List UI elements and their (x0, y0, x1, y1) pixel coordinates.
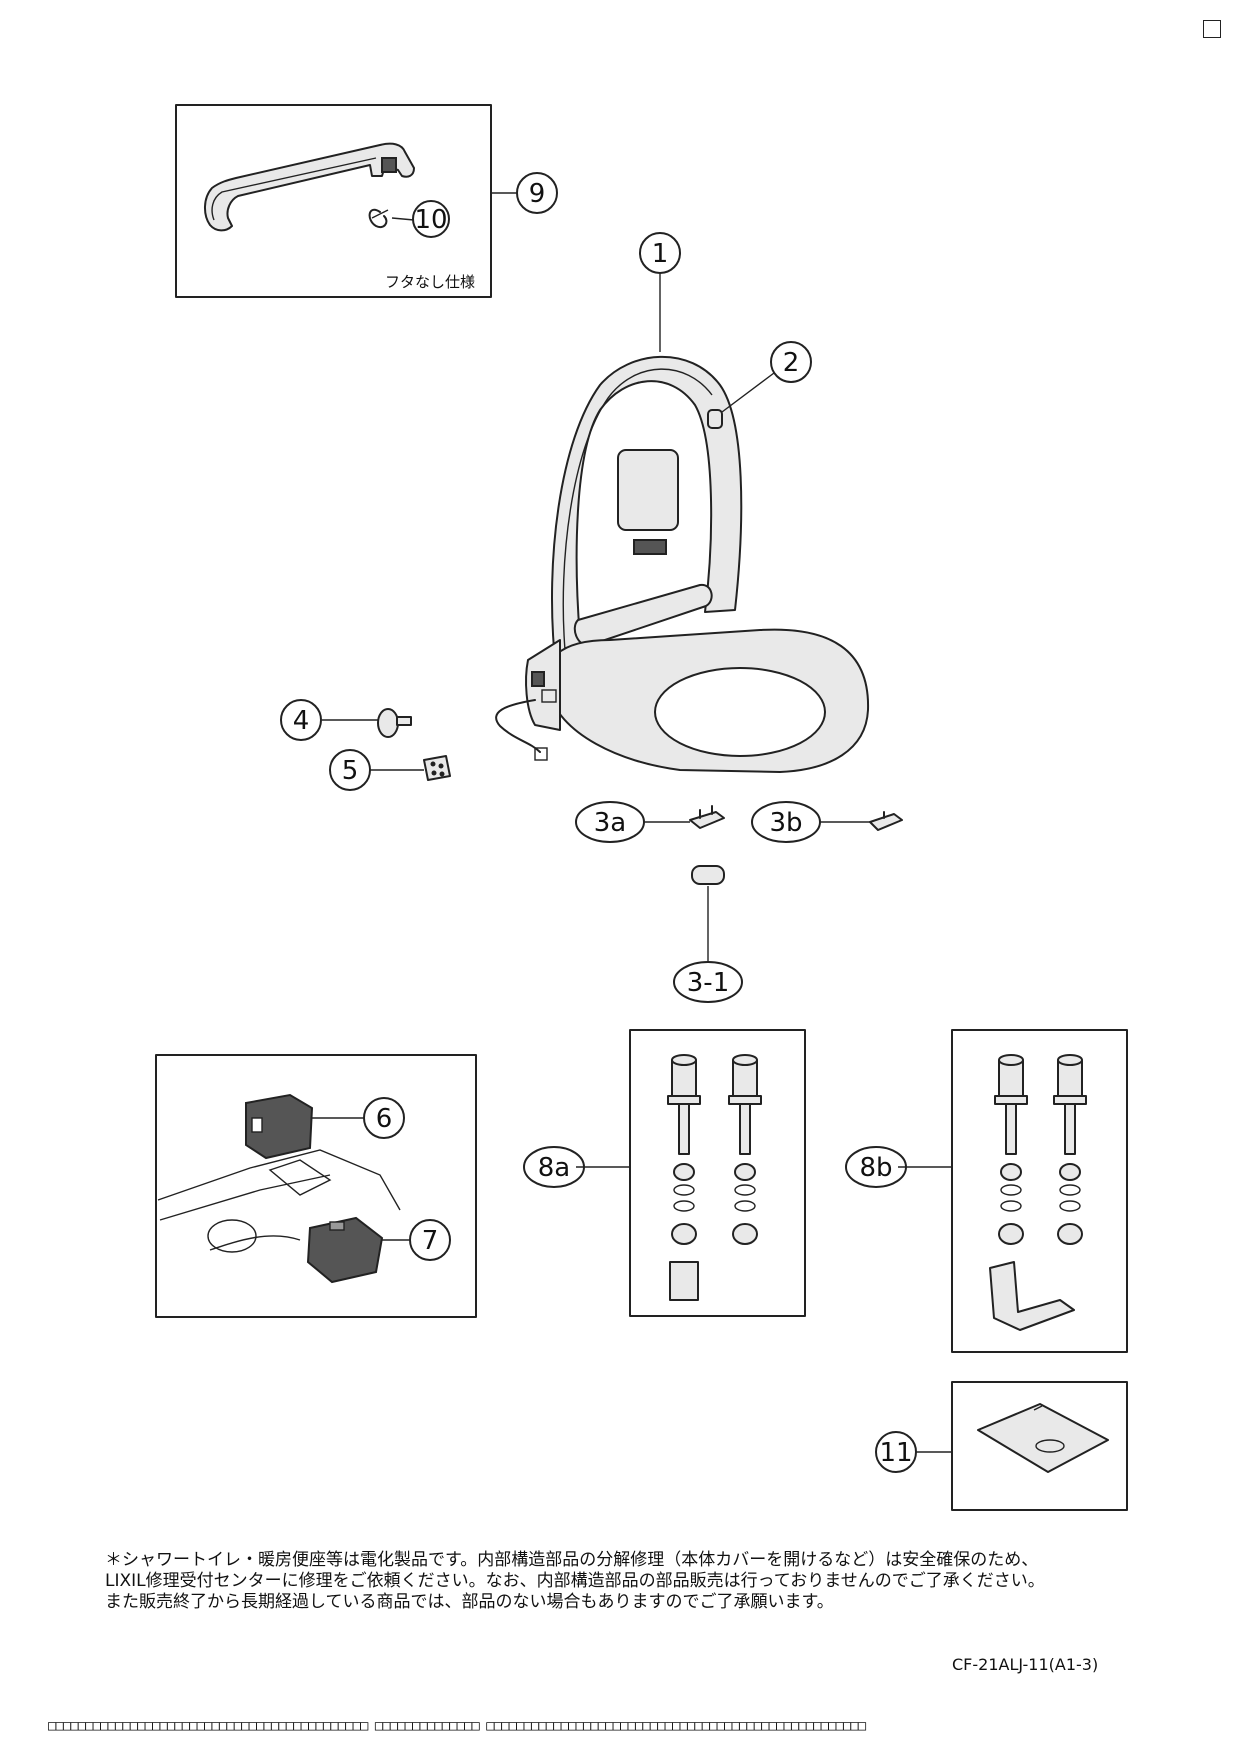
callout-8a-label: 8a (538, 1153, 570, 1183)
box-parts-6-7-frame (155, 1054, 477, 1318)
callout-3a: 3a (575, 801, 645, 843)
bolt-set-part-8b (989, 1054, 1087, 1331)
callout-5: 5 (329, 749, 371, 791)
bracket-part-3a (689, 805, 725, 829)
callout-11-label: 11 (879, 1438, 912, 1468)
internal-base-illustration (157, 1149, 401, 1253)
lid-hinge-cover-part-9 (204, 142, 415, 232)
box-part-9-frame (175, 104, 492, 298)
callout-10-label: 10 (414, 205, 447, 235)
box-9-caption: フタなし仕様 (385, 273, 475, 291)
note-line-3: また販売終了から長期経過している商品では、部品のない場合もありますのでご了承願い… (105, 1592, 834, 1612)
bracket-part-3b (869, 811, 903, 831)
callout-3a-label: 3a (594, 808, 626, 838)
model-code: CF-21ALJ-11(A1-3) (952, 1655, 1099, 1674)
callout-8b-label: 8b (859, 1153, 892, 1183)
cap-part-3-1 (691, 865, 725, 885)
callout-2-label: 2 (783, 348, 800, 378)
callout-8b: 8b (845, 1146, 907, 1188)
disclaimer-notes: ＊シャワートイレ・暖房便座等は電化製品です。内部構造部品の分解修理（本体カバーを… (105, 1550, 1165, 1613)
callout-4: 4 (280, 699, 322, 741)
callout-6: 6 (363, 1097, 405, 1139)
clip-part-10 (368, 208, 389, 228)
callout-3-1: 3-1 (673, 961, 743, 1003)
callout-8a: 8a (523, 1146, 585, 1188)
corner-checkbox-square (1203, 20, 1221, 38)
callout-7-label: 7 (422, 1226, 439, 1256)
module-part-6 (245, 1093, 314, 1160)
callout-7: 7 (409, 1219, 451, 1261)
lid-bumper-part-2 (707, 409, 723, 429)
callout-1-label: 1 (652, 239, 669, 269)
callout-1: 1 (639, 232, 681, 274)
knob-part-4 (377, 708, 412, 738)
box-part-11-frame (951, 1381, 1128, 1511)
filter-part-7 (306, 1216, 384, 1284)
note-line-1: ＊シャワートイレ・暖房便座等は電化製品です。内部構造部品の分解修理（本体カバーを… (105, 1550, 1039, 1570)
bolt-set-part-8a (667, 1054, 762, 1301)
box-part-8a-frame (629, 1029, 806, 1317)
callout-4-label: 4 (293, 706, 310, 736)
callout-2: 2 (770, 341, 812, 383)
callout-3b: 3b (751, 801, 821, 843)
callout-9: 9 (516, 172, 558, 214)
plate-part-5 (423, 755, 451, 781)
callout-9-label: 9 (529, 179, 546, 209)
callout-3-1-label: 3-1 (687, 968, 729, 998)
note-line-2: LIXIL修理受付センターに修理をご依頼ください。なお、内部構造部品の部品販売は… (105, 1571, 1045, 1591)
callout-6-label: 6 (376, 1104, 393, 1134)
document-packet-part-11 (977, 1403, 1109, 1473)
toilet-seat-unit-part-1 (495, 355, 870, 773)
box-part-8b-frame (951, 1029, 1128, 1353)
footer-glyph-strip: □□□□□□□□□□□□□□□□□□□□□□□□□□□□□□□□□□□□□□□□… (48, 1719, 866, 1733)
callout-3b-label: 3b (769, 808, 802, 838)
callout-5-label: 5 (342, 756, 359, 786)
callout-10: 10 (412, 200, 450, 238)
callout-11: 11 (875, 1431, 917, 1473)
